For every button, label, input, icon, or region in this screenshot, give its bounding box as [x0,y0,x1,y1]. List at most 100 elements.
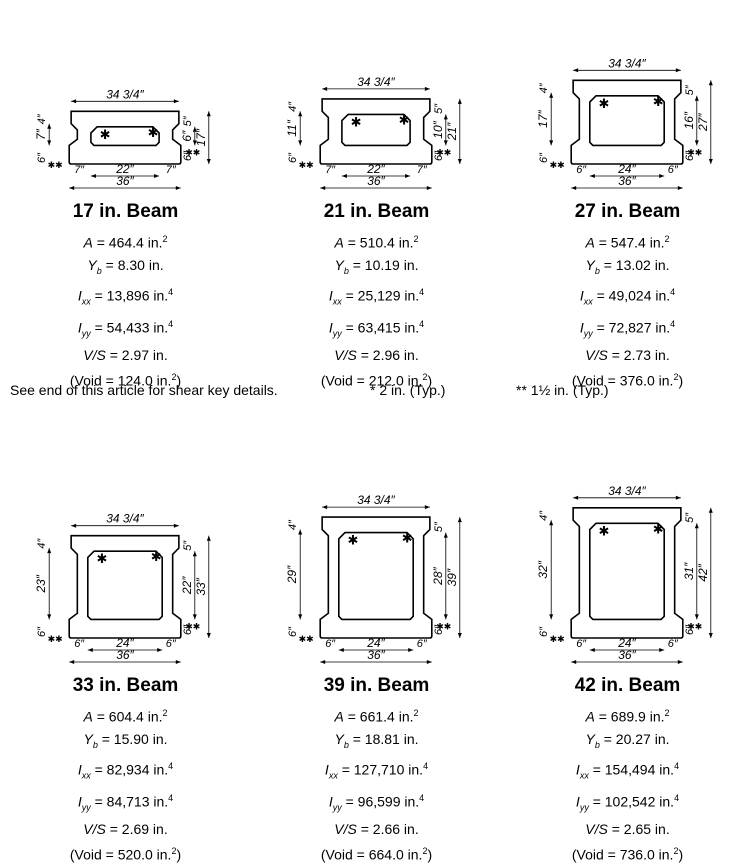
left-top-dimension: 4″ [36,538,48,549]
height-dimension: 42″ [696,563,710,581]
left-side-dimension: 11″ [285,119,299,136]
beam-section-drawing: ✱✱✱✱✱✱34 3/4″36″24″6″6″39″28″5″6″29″4″6″ [251,418,502,668]
left-top-dimension: 4″ [36,113,48,124]
ixx: Ixx = 49,024 in.4 [579,287,676,307]
beam-title: 39 in. Beam [323,675,430,696]
void-width-dimension: 24″ [115,636,134,650]
iyy: Iyy = 84,713 in.4 [77,792,174,813]
side-width-dimension: 6″ [576,164,587,176]
double-star-marker: ✱✱ [299,160,314,170]
left-bottom-dimension: 6″ [287,152,299,163]
void-height-dimension: 10″ [431,120,445,138]
void-outline [90,126,160,147]
beam-section-drawing: ✱✱✱✱✱✱34 3/4″36″22″7″7″17″6″5″6″7″4″6″ [0,10,251,194]
height-dimension: 21″ [445,122,459,141]
height-dimension: 17″ [194,128,208,146]
bottom-width-dimension: 36″ [618,174,636,188]
void-height-dimension: 22″ [180,576,194,595]
void-outline [338,531,414,621]
beam-section-drawing: ✱✱✱✱✱✱34 3/4″36″24″6″6″42″31″5″6″32″4″6″ [502,418,753,668]
section-outline [570,507,684,639]
bottom-width-dimension: 36″ [367,648,385,662]
double-star-marker: ✱✱ [185,621,200,631]
double-star-marker: ✱✱ [436,621,451,631]
top-width-dimension: 34 3/4″ [106,512,144,526]
void-area: (Void = 736.0 in.2) [571,846,684,864]
void-width-dimension: 24″ [617,162,636,176]
star-marker: ✱ [348,533,359,548]
area: A = 464.4 in.2 [83,234,168,251]
star-marker: ✱ [399,112,410,127]
void-outline [87,550,163,621]
centroid: Yb = 8.30 in. [87,256,164,276]
star-marker: ✱ [402,531,413,546]
area: A = 689.9 in.2 [585,708,670,725]
star-marker: ✱ [653,521,664,536]
star-marker: ✱ [599,523,610,538]
star-marker: ✱ [97,551,108,566]
left-top-dimension: 4″ [538,510,550,521]
section-outline [570,79,684,165]
beam-cell: ✱✱✱✱✱✱34 3/4″36″22″7″7″17″6″5″6″7″4″6″17… [0,10,251,389]
section-outline [319,98,433,165]
dimensions: 34 3/4″36″24″6″6″27″16″5″6″17″4″6″ [536,56,713,190]
top-flange-dimension: 5″ [684,84,696,95]
top-width-dimension: 34 3/4″ [357,493,395,507]
left-side-dimension: 7″ [34,128,48,140]
bottom-width-dimension: 36″ [618,648,636,662]
double-star-marker: ✱✱ [48,160,63,170]
bottom-width-dimension: 36″ [116,174,134,188]
beam-title: 33 in. Beam [72,675,179,696]
beam-title: 42 in. Beam [574,675,681,696]
side-width-dimension: 7″ [417,164,428,176]
star-marker: ✱ [599,96,610,111]
star-marker: ✱ [351,114,362,129]
left-side-dimension: 29″ [285,565,299,584]
ixx: Ixx = 25,129 in.4 [328,287,425,307]
top-flange-dimension: 5″ [182,115,194,126]
void-area: (Void = 664.0 in.2) [320,846,433,864]
side-width-dimension: 7″ [325,164,336,176]
void-area: (Void = 376.0 in.2) [571,372,684,390]
void-width-dimension: 24″ [366,636,385,650]
centroid: Yb = 13.02 in. [585,256,670,276]
side-width-dimension: 6″ [74,638,85,650]
ixx: Ixx = 154,494 in.4 [575,761,680,781]
beam-section-drawing: ✱✱✱✱✱✱34 3/4″36″24″6″6″33″22″5″6″23″4″6″ [0,418,251,668]
void-width-dimension: 22″ [115,162,134,176]
bottom-width-dimension: 36″ [367,174,385,188]
notes-row: See end of this article for shear key de… [0,382,753,404]
void-area: (Void = 212.0 in.2) [320,372,433,390]
ixx: Ixx = 13,896 in.4 [77,287,174,307]
iyy: Iyy = 96,599 in.4 [328,792,425,813]
side-width-dimension: 6″ [576,638,587,650]
star-marker: ✱ [653,94,664,109]
centroid: Yb = 15.90 in. [83,730,168,750]
void-width-dimension: 22″ [366,162,385,176]
side-width-dimension: 6″ [417,638,428,650]
side-width-dimension: 6″ [325,638,336,650]
double-star-marker: ✱✱ [687,621,702,631]
left-top-dimension: 4″ [287,101,299,112]
beam-cell: ✱✱✱✱✱✱34 3/4″36″24″6″6″42″31″5″6″32″4″6″… [502,418,753,863]
top-width-dimension: 34 3/4″ [608,484,646,498]
double-star-marker: ✱✱ [299,634,314,644]
top-flange-dimension: 5″ [684,512,696,523]
height-dimension: 33″ [194,577,208,595]
void-outline [341,113,411,147]
dimensions: 34 3/4″36″24″6″6″33″22″5″6″23″4″6″ [34,512,211,664]
void-width-dimension: 24″ [617,636,636,650]
bottom-width-dimension: 36″ [116,648,134,662]
void-area: (Void = 520.0 in.2) [69,846,182,864]
area: A = 661.4 in.2 [334,708,419,725]
void-height-dimension: 28″ [431,566,445,585]
iyy: Iyy = 54,433 in.4 [77,318,174,339]
double-star-note: ** 1½ in. (Typ.) [516,382,609,398]
single-star-note: * 2 in. (Typ.) [370,382,446,398]
area: A = 604.4 in.2 [83,708,168,725]
double-star-marker: ✱✱ [436,147,451,157]
